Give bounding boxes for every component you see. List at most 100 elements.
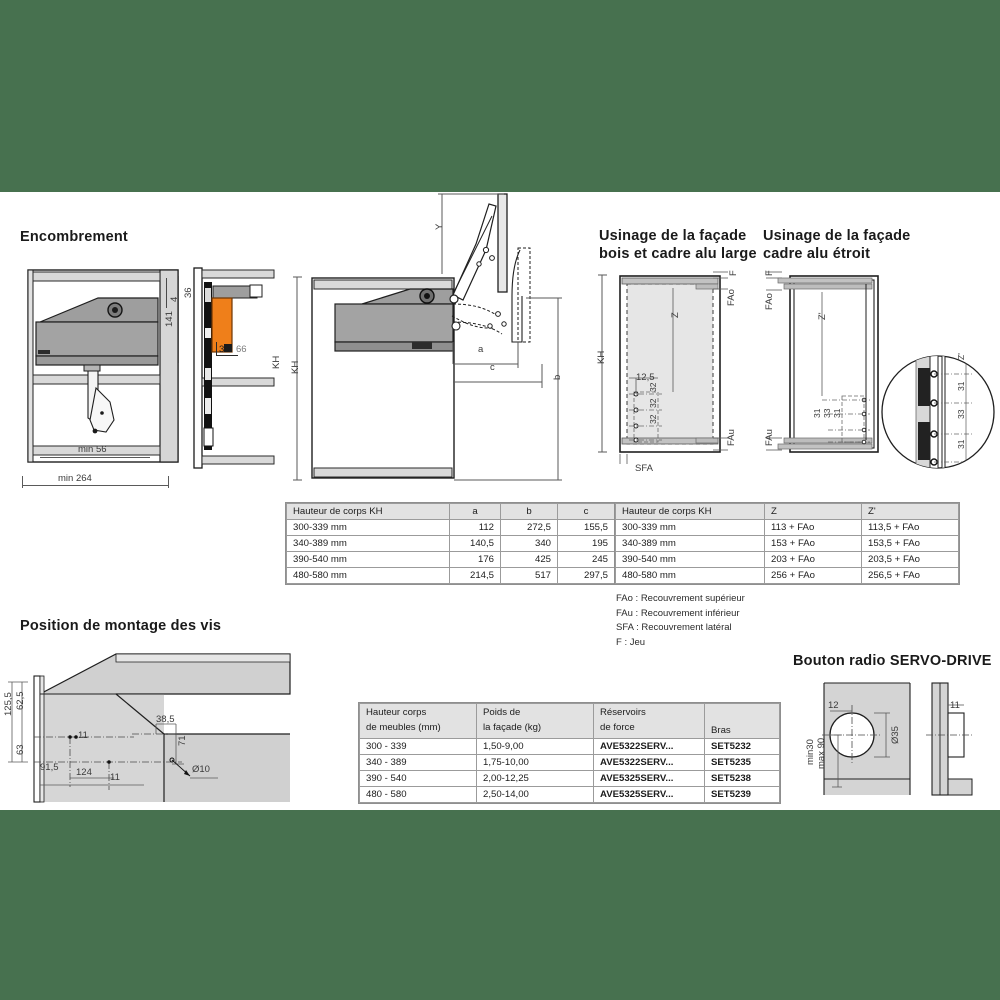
- th-a: a: [449, 503, 501, 520]
- legend-line-fao: FAo : Recouvrement supérieur: [616, 593, 745, 604]
- table-sets-wrapper: Hauteur corps de meubles (mm) Poids de l…: [358, 702, 781, 809]
- center-opened-view: [290, 192, 570, 492]
- section-title-usinage-alu: Usinage de la façade cadre alu étroit: [763, 228, 911, 263]
- dim-91-5: 91,5: [40, 762, 59, 773]
- encombrement-front-view: [10, 269, 185, 470]
- section-title-usinage-bois: Usinage de la façade bois et cadre alu l…: [599, 228, 757, 263]
- cell-kh: 390-540 mm: [286, 551, 450, 568]
- cell-kh: 340-389 mm: [286, 535, 450, 552]
- table-abc: Hauteur de corps KH a b c Y 300-339 mm 1…: [286, 503, 672, 584]
- cell-reservoir: AVE5322SERV...: [593, 737, 705, 755]
- legend-line-fau: FAu : Recouvrement inférieur: [616, 607, 740, 619]
- legend-line-f: F : Jeu: [616, 637, 646, 649]
- cell-poids: 1,75-10,00: [476, 753, 594, 771]
- dim-66: 66: [236, 344, 247, 355]
- cell-kh: 390-540 mm: [615, 551, 765, 568]
- encombrement-side-view: [190, 267, 276, 474]
- cell-c: 195: [557, 535, 615, 552]
- table-row: 480 - 580 2,50-14,00 AVE5325SERV... SET5…: [359, 785, 780, 803]
- table-row: 340-389 mm 153 + FAo 153,5 + FAo: [615, 535, 959, 552]
- cell-reservoir: AVE5325SERV...: [593, 769, 705, 787]
- cell-c: 297,5: [557, 567, 615, 584]
- cell-z: 203 + FAo: [764, 551, 862, 568]
- table-row: 390 - 540 2,00-12,25 AVE5325SERV... SET5…: [359, 769, 780, 787]
- cell-bras: SET5239: [704, 785, 780, 803]
- table-abc-wrapper: Hauteur de corps KH a b c Y 300-339 mm 1…: [285, 502, 673, 590]
- legend-line-sfa: SFA : Recouvrement latéral: [616, 622, 732, 634]
- cell-zprime: 153,5 + FAo: [861, 535, 959, 552]
- section-title-position-vis: Position de montage des vis: [20, 618, 222, 634]
- cell-kh: 300-339 mm: [615, 519, 765, 536]
- table-sets: Hauteur corps de meubles (mm) Poids de l…: [359, 703, 780, 803]
- table-z-header-row: Hauteur de corps KH Z Z': [615, 503, 959, 520]
- bouton-radio-diagram: [820, 679, 1000, 804]
- dim-124: 124: [76, 767, 92, 778]
- dim-tick-264-l: [22, 476, 23, 488]
- cell-b: 272,5: [500, 519, 558, 536]
- th-c: c: [557, 503, 615, 520]
- cell-hauteur: 480 - 580: [359, 785, 477, 803]
- cell-kh: 300-339 mm: [286, 519, 450, 536]
- table-sets-header-row: Hauteur corps de meubles (mm) Poids de l…: [359, 703, 780, 739]
- cell-kh: 480-580 mm: [286, 567, 450, 584]
- th-reservoirs: Réservoirs de force: [593, 703, 705, 739]
- cell-kh: 480-580 mm: [615, 567, 765, 584]
- cell-c: 155,5: [557, 519, 615, 536]
- dim-12-5: 12,5: [636, 372, 655, 383]
- table-row: 390-540 mm 203 + FAo 203,5 + FAo: [615, 551, 959, 568]
- section-title-bouton-radio: Bouton radio SERVO-DRIVE: [793, 653, 992, 669]
- cell-z: 113 + FAo: [764, 519, 862, 536]
- th-poids-facade: Poids de la façade (kg): [476, 703, 594, 739]
- cell-zprime: 113,5 + FAo: [861, 519, 959, 536]
- th-hauteur-corps: Hauteur corps de meubles (mm): [359, 703, 477, 739]
- cell-a: 214,5: [449, 567, 501, 584]
- th-kh-z: Hauteur de corps KH: [615, 503, 765, 520]
- usinage-bois-diagram: [596, 270, 746, 466]
- cell-b: 517: [500, 567, 558, 584]
- dim-c: c: [490, 362, 495, 373]
- th-z: Z: [764, 503, 862, 520]
- cell-z: 153 + FAo: [764, 535, 862, 552]
- table-row: 340-389 mm 140,5 340 195 340: [286, 535, 672, 552]
- cell-hauteur: 300 - 339: [359, 737, 477, 755]
- dim-tick-264-r: [168, 476, 169, 488]
- cell-kh: 340-389 mm: [615, 535, 765, 552]
- th-bras: Bras: [704, 703, 780, 739]
- cell-c: 245: [557, 551, 615, 568]
- cell-zprime: 203,5 + FAo: [861, 551, 959, 568]
- cell-z: 256 + FAo: [764, 567, 862, 584]
- cell-a: 176: [449, 551, 501, 568]
- table-row: 300 - 339 1,50-9,00 AVE5322SERV... SET52…: [359, 737, 780, 755]
- dim-30: 30: [219, 344, 230, 355]
- table-row: 480-580 mm 256 + FAo 256,5 + FAo: [615, 567, 959, 584]
- dim-11-radio: 11: [950, 700, 960, 711]
- dim-line-4: [166, 278, 167, 308]
- dim-line-30: [216, 355, 238, 356]
- dim-38-5: 38,5: [156, 714, 175, 725]
- section-title-encombrement: Encombrement: [20, 229, 128, 245]
- th-zprime: Z': [861, 503, 959, 520]
- legend-block: FAo : Recouvrement supérieur FAu : Recou…: [616, 592, 745, 651]
- table-z-wrapper: Hauteur de corps KH Z Z' 300-339 mm 113 …: [614, 502, 960, 590]
- cell-zprime: 256,5 + FAo: [861, 567, 959, 584]
- cell-poids: 1,50-9,00: [476, 737, 594, 755]
- dim-min56: min 56: [78, 444, 107, 455]
- dim-11-bottom: 11: [110, 772, 120, 783]
- drawing-sheet: Encombrement: [0, 192, 1000, 810]
- dim-12: 12: [828, 700, 839, 711]
- cell-reservoir: AVE5325SERV...: [593, 785, 705, 803]
- dim-tick-30: [216, 342, 217, 356]
- cell-bras: SET5238: [704, 769, 780, 787]
- cell-bras: SET5232: [704, 737, 780, 755]
- cell-reservoir: AVE5322SERV...: [593, 753, 705, 771]
- dim-line-min264: [22, 485, 169, 486]
- cell-poids: 2,50-14,00: [476, 785, 594, 803]
- cell-a: 112: [449, 519, 501, 536]
- cell-b: 425: [500, 551, 558, 568]
- cell-poids: 2,00-12,25: [476, 769, 594, 787]
- cell-hauteur: 340 - 389: [359, 753, 477, 771]
- dim-min264: min 264: [58, 473, 92, 484]
- dim-line-min56: [40, 457, 150, 458]
- th-b: b: [500, 503, 558, 520]
